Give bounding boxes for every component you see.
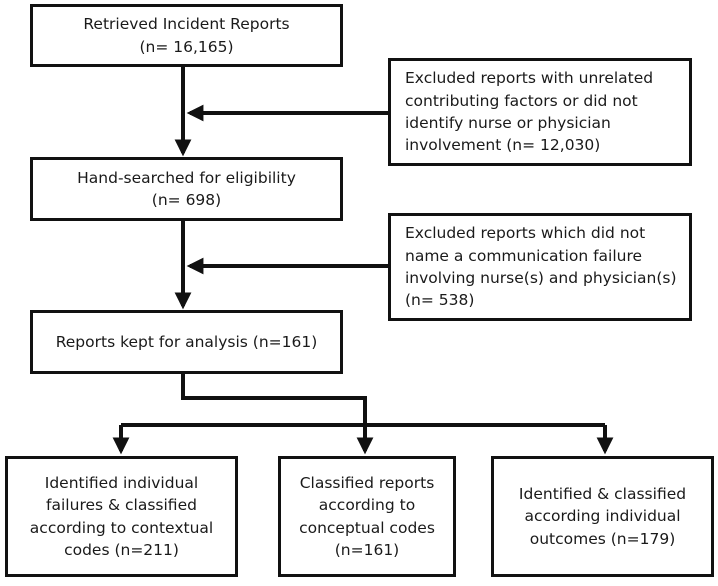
excluded-unrelated-box: Excluded reports with unrelated contribu…: [388, 58, 692, 166]
branch-stem: [181, 374, 374, 455]
excluded-unrelated-line-2: contributing factors or did not: [405, 91, 638, 110]
retrieved-reports-box: Retrieved Incident Reports (n= 16,165): [30, 4, 343, 67]
reports-kept-line-1: Reports kept for analysis (n=161): [55, 332, 318, 351]
retrieved-line-1: Retrieved Incident Reports: [83, 15, 290, 34]
conceptual-codes-box: Classified reports according to conceptu…: [278, 456, 456, 577]
excluded-no-failure-line-1: Excluded reports which did not: [405, 224, 646, 243]
excluded-unrelated-line-1: Excluded reports with unrelated: [405, 69, 654, 88]
reports-kept-box: Reports kept for analysis (n=161): [30, 310, 343, 374]
individual-failures-line-2: failures & classified: [46, 496, 197, 515]
individual-outcomes-box: Identified & classified according indivi…: [491, 456, 714, 577]
excluded-no-failure-line-2: name a communication failure: [405, 246, 643, 265]
conceptual-codes-line-2: according to: [318, 496, 416, 515]
hand-searched-box: Hand-searched for eligibility (n= 698): [30, 157, 343, 221]
excluded-unrelated-line-3: identify nurse or physician: [405, 114, 611, 132]
conceptual-codes-line-1: Classified reports: [299, 473, 435, 492]
excluded-no-failure-line-3: involving nurse(s) and physician(s): [405, 269, 677, 287]
individual-failures-line-1: Identified individual: [44, 473, 199, 492]
conceptual-codes-line-4: (n=161): [334, 540, 400, 559]
individual-failures-line-3: according to contextual: [29, 518, 214, 537]
individual-failures-line-4: codes (n=211): [64, 540, 179, 559]
excluded-unrelated-line-4: involvement (n= 12,030): [405, 136, 601, 155]
conceptual-codes-line-3: conceptual codes: [299, 518, 435, 537]
hand-searched-line-1: Hand-searched for eligibility: [77, 168, 296, 187]
individual-outcomes-line-3: outcomes (n=179): [529, 529, 676, 548]
individual-outcomes-line-1: Identified & classified: [518, 484, 687, 503]
excluded-no-failure-box: Excluded reports which did not name a co…: [388, 213, 692, 321]
hand-searched-line-2: (n= 698): [151, 191, 222, 209]
individual-failures-box: Identified individual failures & classif…: [5, 456, 238, 577]
excluded-no-failure-line-4: (n= 538): [405, 291, 475, 310]
individual-outcomes-line-2: according individual: [524, 507, 681, 526]
retrieved-line-2: (n= 16,165): [139, 37, 234, 56]
